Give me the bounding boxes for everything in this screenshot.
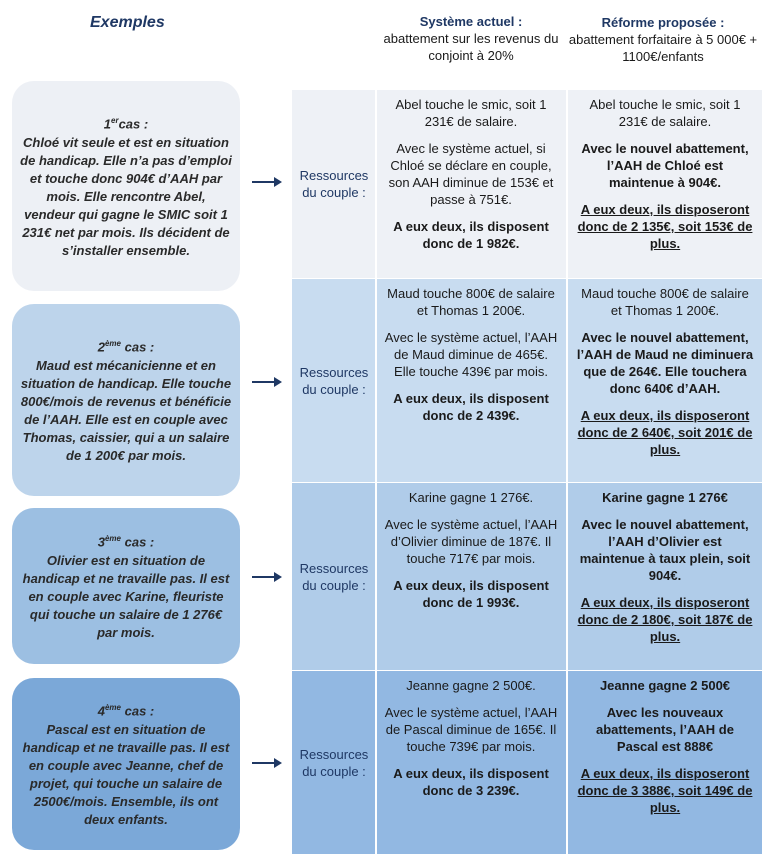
row-label: Ressources du couple : — [299, 560, 369, 593]
case-description: Pascal est en situation de handicap et n… — [22, 721, 230, 827]
arrow-right-icon — [252, 758, 282, 768]
proposed-reform-cell: Abel touche le smic, soit 1 231€ de sala… — [577, 97, 753, 251]
comparison-row-1: Ressources du couple : Abel touche le sm… — [292, 90, 762, 278]
current-system-cell: Abel touche le smic, soit 1 231€ de sala… — [388, 97, 554, 251]
proposed-reform-cell: Karine gagne 1 276€Avec le nouvel abatte… — [577, 490, 753, 644]
arrow-right-icon — [252, 572, 282, 582]
row-label: Ressources du couple : — [299, 364, 369, 397]
case-box-1: 1ercas : Chloé vit seule et est en situa… — [12, 81, 240, 291]
proposed-reform-cell: Jeanne gagne 2 500€Avec les nouveaux aba… — [577, 678, 753, 815]
proposed-reform-title: Réforme proposée : — [601, 15, 725, 30]
arrow-right-icon — [252, 177, 282, 187]
proposed-reform-cell: Maud touche 800€ de salaire et Thomas 1 … — [576, 286, 754, 457]
comparison-row-3: Ressources du couple : Karine gagne 1 27… — [292, 483, 762, 670]
case-box-3: 3ème cas : Olivier est en situation de h… — [12, 508, 240, 664]
case-number: 2ème cas : — [97, 339, 155, 355]
current-system-title: Système actuel : — [419, 14, 523, 29]
case-description: Olivier est en situation de handicap et … — [22, 552, 230, 640]
examples-heading: Exemples — [90, 14, 165, 31]
current-system-cell: Karine gagne 1 276€.Avec le système actu… — [384, 490, 558, 610]
case-description: Maud est mécanicienne et en situation de… — [20, 357, 232, 463]
comparison-row-2: Ressources du couple : Maud touche 800€ … — [292, 279, 762, 482]
case-number: 1ercas : — [103, 116, 149, 132]
case-box-4: 4ème cas : Pascal est en situation de ha… — [12, 678, 240, 850]
current-system-subtitle: abattement sur les revenus du conjoint à… — [383, 31, 559, 63]
proposed-reform-subtitle: abattement forfaitaire à 5 000€ + 1100€/… — [568, 32, 758, 64]
current-system-cell: Jeanne gagne 2 500€.Avec le système actu… — [384, 678, 558, 798]
case-number: 3ème cas : — [97, 534, 155, 550]
column-header-proposed-reform: Réforme proposée : abattement forfaitair… — [568, 14, 758, 65]
column-header-current-system: Système actuel : abattement sur les reve… — [376, 13, 566, 64]
row-label: Ressources du couple : — [299, 746, 369, 779]
case-box-2: 2ème cas : Maud est mécanicienne et en s… — [12, 304, 240, 496]
comparison-row-4: Ressources du couple : Jeanne gagne 2 50… — [292, 671, 762, 854]
case-number: 4ème cas : — [97, 703, 155, 719]
arrow-right-icon — [252, 377, 282, 387]
current-system-cell: Maud touche 800€ de salaire et Thomas 1 … — [384, 286, 558, 423]
case-description: Chloé vit seule et est en situation de h… — [20, 134, 232, 258]
row-label: Ressources du couple : — [299, 168, 369, 200]
